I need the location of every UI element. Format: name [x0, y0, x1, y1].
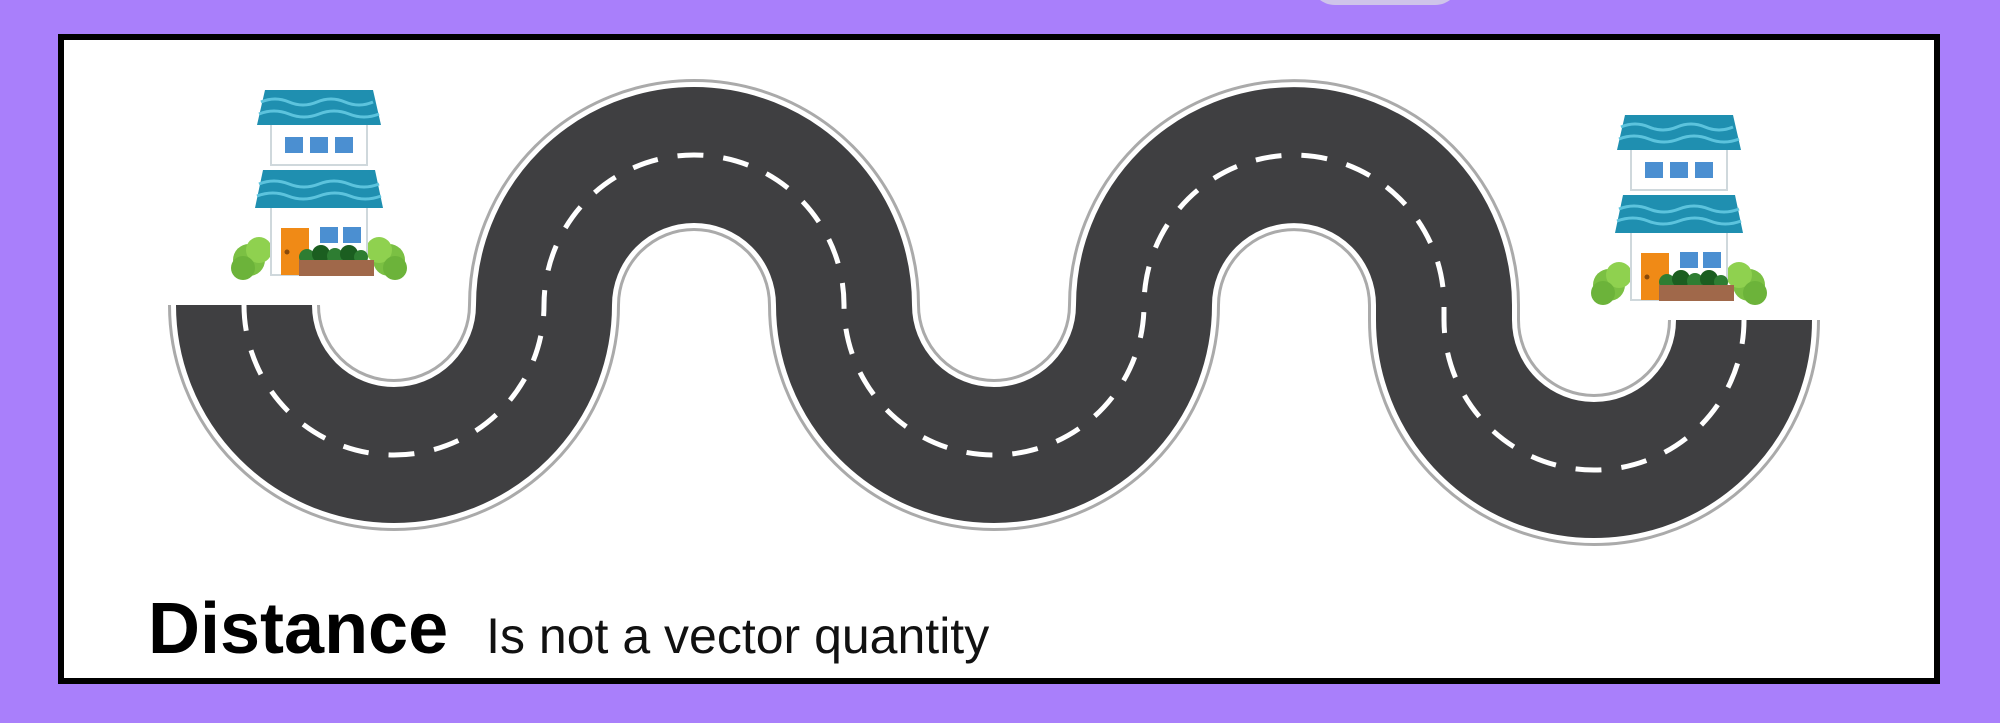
caption-subtitle: Is not a vector quantity	[486, 608, 990, 664]
road-diagram	[168, 79, 1820, 546]
decorative-arc	[1310, 0, 1460, 5]
diagram-panel: Distance Is not a vector quantity	[58, 34, 1940, 684]
road-icon	[176, 87, 1812, 538]
caption-title: Distance	[148, 589, 449, 669]
house-icon	[1589, 113, 1769, 307]
caption: Distance Is not a vector quantity	[148, 588, 989, 670]
house-icon	[229, 88, 409, 282]
